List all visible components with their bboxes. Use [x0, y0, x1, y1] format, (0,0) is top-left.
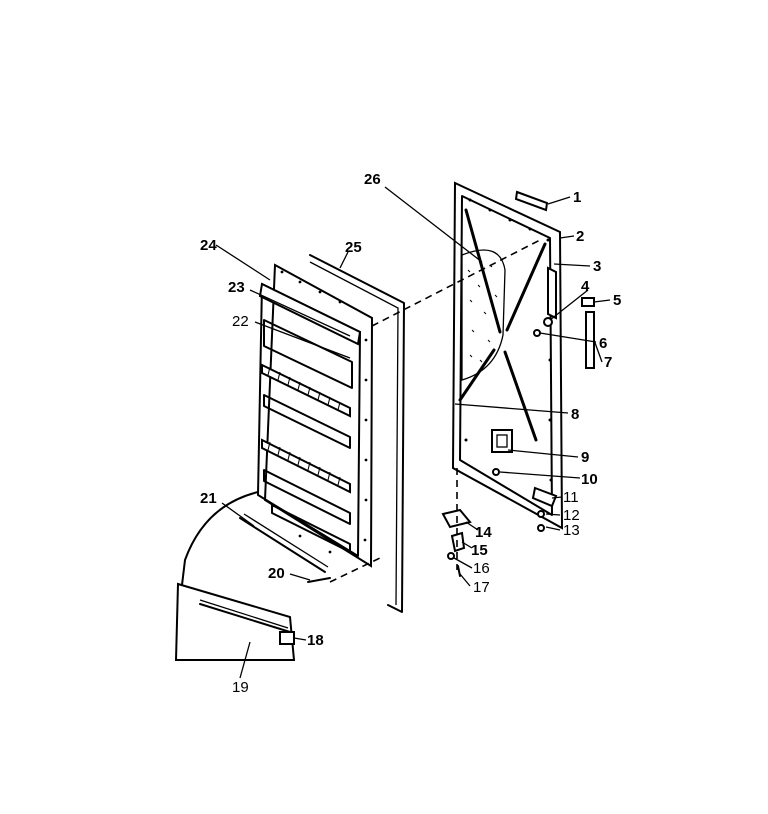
callout-17: 17: [473, 579, 490, 596]
door-gasket: [309, 254, 405, 613]
callout-19: 19: [232, 679, 249, 696]
outer-door-panel: [451, 181, 564, 530]
screw-6: [533, 329, 541, 337]
callout-20: 20: [268, 565, 285, 582]
callout-13: 13: [563, 522, 580, 539]
leader-lines: [215, 186, 611, 679]
top-trim-piece: [514, 190, 549, 212]
callout-5: 5: [613, 292, 621, 309]
callout-25: 25: [345, 239, 362, 256]
washer-13: [537, 524, 545, 532]
callout-7: 7: [604, 354, 612, 371]
gasket-wire: [181, 491, 259, 586]
callout-2: 2: [576, 228, 584, 245]
callout-11: 11: [563, 489, 579, 506]
callout-9: 9: [581, 449, 589, 466]
callout-18: 18: [307, 632, 324, 649]
callout-23: 23: [228, 279, 245, 296]
bottom-trim-bar: [239, 517, 326, 573]
alignment-line-lower: [329, 557, 381, 583]
callout-12: 12: [563, 507, 580, 524]
callout-6: 6: [599, 335, 607, 352]
callout-15: 15: [471, 542, 488, 559]
callout-1: 1: [573, 189, 581, 206]
callout-3: 3: [593, 258, 601, 275]
callout-14: 14: [475, 524, 492, 541]
hinge-bracket: [531, 486, 558, 508]
stop-10: [492, 468, 500, 476]
callout-26: 26: [364, 171, 381, 188]
callout-21: 21: [200, 490, 217, 507]
callout-labels: 1 2 3 4 5 6 7 8 9 10 11 12 13 14 15 16 1…: [200, 171, 621, 696]
handle-cap: [581, 297, 595, 307]
callout-8: 8: [571, 406, 579, 423]
callout-24: 24: [200, 237, 217, 254]
callout-22: 22: [232, 313, 249, 330]
door-liner: [257, 263, 374, 568]
callout-4: 4: [581, 278, 590, 295]
callout-10: 10: [581, 471, 598, 488]
kickplate-panel: [174, 582, 296, 661]
screw-20: [307, 577, 331, 583]
washer-12: [537, 510, 545, 518]
alignment-line-upper: [371, 239, 541, 327]
handle-strip: [547, 266, 557, 320]
callout-16: 16: [473, 560, 490, 577]
